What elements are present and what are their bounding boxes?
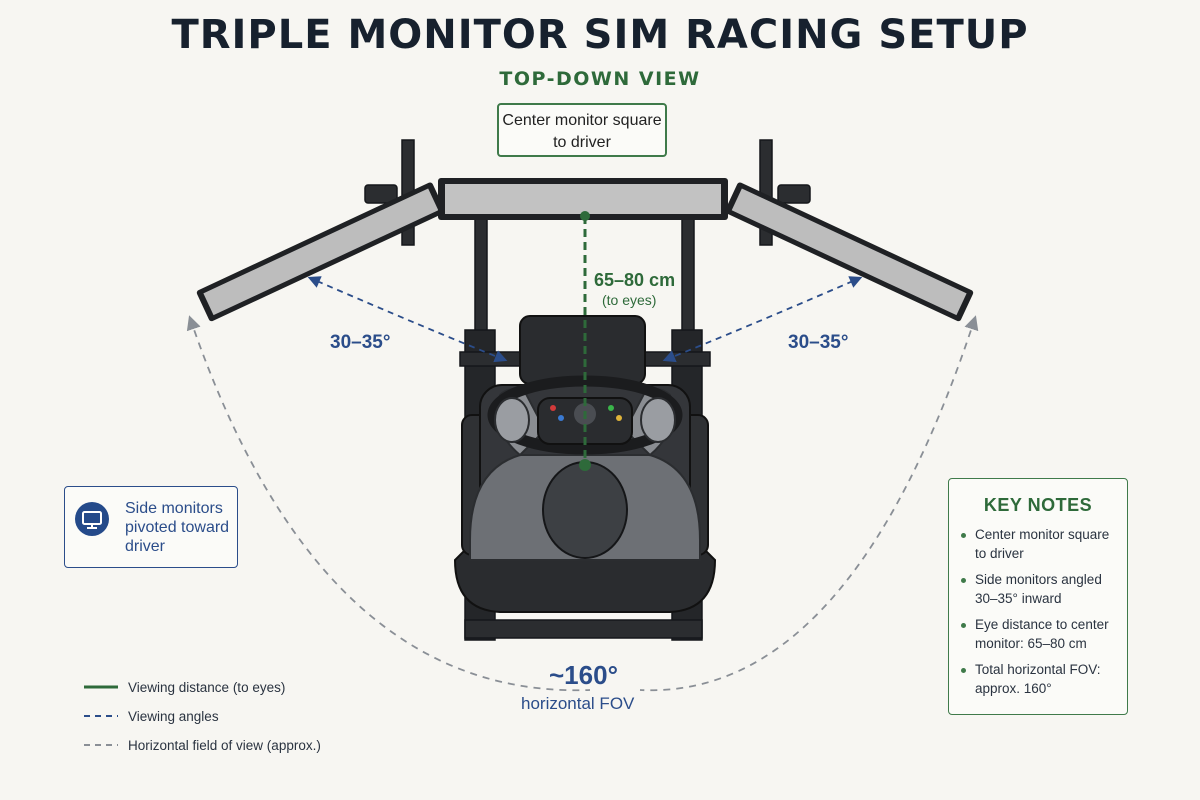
legend-label: Horizontal field of view (approx.)	[128, 738, 321, 753]
angle-left-label: 30–35°	[330, 332, 391, 353]
distance-end-dot	[579, 459, 591, 471]
fov-arc-right	[639, 315, 979, 692]
steering-wheel	[487, 375, 683, 455]
distance-label: 65–80 cm	[594, 270, 676, 290]
monitor-left	[196, 182, 445, 322]
legend-label: Viewing angles	[128, 709, 219, 724]
monitor-center	[438, 178, 728, 220]
viewing-angle-right	[662, 276, 863, 363]
distance-start-dot	[580, 211, 590, 221]
key-note-item: Eye distance to center monitor: 65–80 cm	[959, 615, 1124, 653]
key-notes-heading: KEY NOTES	[983, 495, 1093, 515]
fov-note: horizontal FOV	[521, 694, 635, 713]
left-hand	[494, 397, 530, 443]
side-monitors-text: Side monitors pivoted toward driver	[125, 500, 230, 555]
key-note-item: Center monitor square to driver	[959, 525, 1124, 563]
monitor-icon	[75, 502, 109, 536]
wheel-base	[519, 315, 646, 385]
fov-label: ~160°	[549, 660, 618, 690]
viewing-angle-left	[307, 276, 508, 363]
angle-right-label: 30–35°	[788, 332, 849, 353]
fov-arc	[186, 315, 591, 692]
legend-label: Viewing distance (to eyes)	[128, 680, 286, 695]
center-monitor-callout: Center monitor square to driver	[497, 103, 667, 157]
key-notes-panel: KEY NOTES Center monitor square to drive…	[948, 478, 1128, 715]
right-hand	[640, 397, 676, 443]
page-subtitle: TOP-DOWN VIEW	[499, 68, 701, 90]
key-note-item: Total horizontal FOV: approx. 160°	[959, 660, 1124, 698]
distance-note: (to eyes)	[602, 292, 657, 308]
driver-head	[542, 461, 628, 559]
side-monitors-callout: Side monitors pivoted toward driver	[64, 486, 238, 568]
key-note-item: Side monitors angled 30–35° inward	[959, 570, 1124, 608]
monitor-right	[725, 182, 974, 322]
page-title: TRIPLE MONITOR SIM RACING SETUP	[171, 12, 1029, 58]
